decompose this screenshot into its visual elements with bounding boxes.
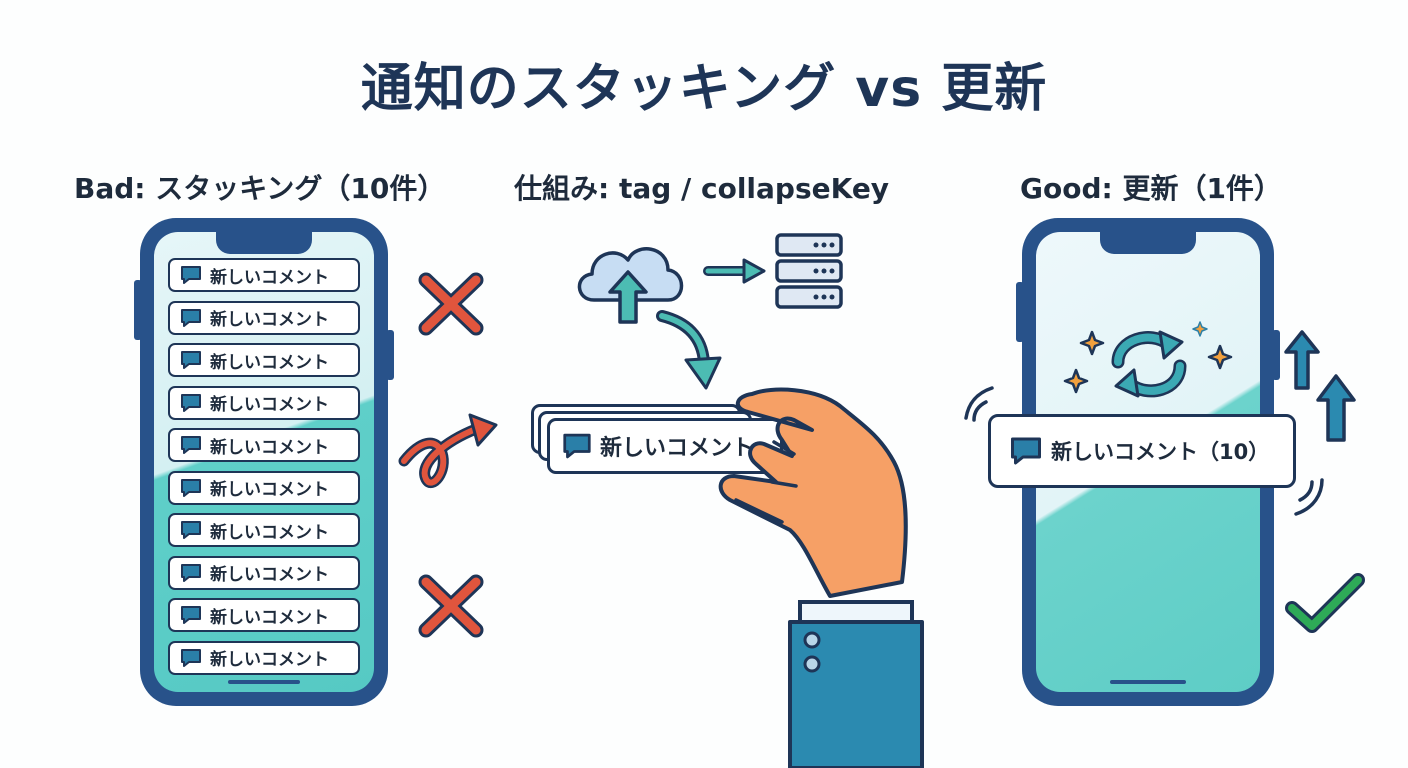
tangled-arrow-icon <box>398 413 498 488</box>
notification-item[interactable]: 新しいコメント <box>168 258 360 292</box>
notification-item[interactable]: 新しいコメント <box>168 343 360 377</box>
arrow-right-icon <box>703 258 766 284</box>
mechanism-label: 仕組み: tag / collapseKey <box>514 172 890 205</box>
notification-text: 新しいコメント（10） <box>1051 440 1270 464</box>
notification-text: 新しいコメント <box>210 395 329 415</box>
page-title: 通知のスタッキング vs 更新 <box>360 59 1048 119</box>
comment-bubble-icon <box>181 648 201 667</box>
notification-text: 新しいコメント <box>210 352 329 373</box>
notification-item[interactable]: 新しいコメント <box>168 513 360 547</box>
comment-bubble-icon <box>181 393 201 412</box>
vibration-icon <box>1294 478 1324 516</box>
notification-item[interactable]: 新しいコメント <box>168 555 360 590</box>
comment-bubble-icon <box>181 606 201 624</box>
good-label: Good: 更新（1件） <box>1020 172 1282 205</box>
check-icon <box>1285 573 1365 633</box>
notification-item[interactable]: 新しいコメント <box>168 385 360 420</box>
notification-text: 新しいコメント <box>210 310 329 330</box>
collapsed-notification[interactable]: 新しいコメント <box>547 418 783 474</box>
notification-text: 新しいコメント <box>210 650 329 670</box>
curved-arrow-icon <box>656 310 722 390</box>
server-icon <box>775 233 843 309</box>
bad-phone: 新しいコメント 新しいコメント 新しいコメント 新しいコメント 新しいコメント … <box>140 218 388 706</box>
notification-item[interactable]: 新しいコメント <box>168 640 360 675</box>
vibration-icon <box>964 386 994 422</box>
comment-bubble-icon <box>181 436 201 454</box>
cloud-upload-icon <box>577 247 684 324</box>
refresh-icon <box>1063 321 1233 398</box>
home-indicator <box>228 680 300 684</box>
up-arrows-icon <box>1284 330 1356 442</box>
cross-icon <box>418 272 484 336</box>
notification-text: 新しいコメント <box>210 267 329 288</box>
phone-notch <box>1100 232 1196 254</box>
notification-list: 新しいコメント 新しいコメント 新しいコメント 新しいコメント 新しいコメント … <box>168 258 360 683</box>
notification-text: 新しいコメント <box>210 607 329 628</box>
phone-side-button <box>1272 330 1280 380</box>
bad-label: Bad: スタッキング（10件） <box>74 172 446 205</box>
phone-side-button <box>386 330 394 380</box>
notification-item[interactable]: 新しいコメント <box>168 300 360 335</box>
comment-bubble-icon <box>181 478 201 497</box>
cross-icon <box>418 574 484 638</box>
notification-text: 新しいコメント <box>600 436 755 461</box>
notification-text: 新しいコメント <box>210 480 329 500</box>
comment-bubble-icon <box>1011 437 1041 465</box>
hand-icon <box>718 387 924 768</box>
notification-text: 新しいコメント <box>210 565 329 585</box>
home-indicator <box>1110 680 1186 684</box>
notification-item[interactable]: 新しいコメント <box>168 598 360 632</box>
phone-notch <box>216 232 312 254</box>
notification-text: 新しいコメント <box>210 437 329 458</box>
comment-bubble-icon <box>181 563 201 582</box>
notification-item[interactable]: 新しいコメント <box>168 428 360 462</box>
comment-bubble-icon <box>181 351 201 369</box>
comment-bubble-icon <box>181 266 201 284</box>
notification-item[interactable]: 新しいコメント <box>168 470 360 505</box>
comment-bubble-icon <box>181 308 201 327</box>
notification-text: 新しいコメント <box>210 522 329 543</box>
comment-bubble-icon <box>563 433 591 459</box>
updated-notification[interactable]: 新しいコメント（10） <box>988 414 1296 488</box>
comment-bubble-icon <box>181 521 201 539</box>
bad-phone-screen: 新しいコメント 新しいコメント 新しいコメント 新しいコメント 新しいコメント … <box>154 232 374 692</box>
